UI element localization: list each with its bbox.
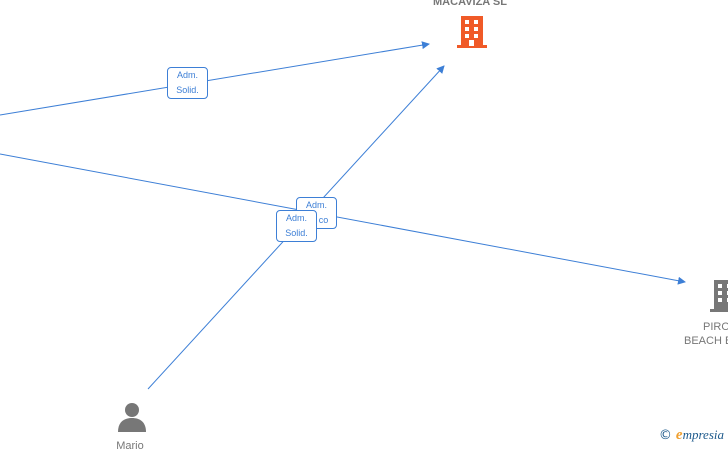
edge-to-macaviza-top [0, 41, 430, 116]
copyright-icon: © [658, 428, 672, 443]
relation-badge[interactable]: Adm. Solid. [167, 67, 208, 99]
node-label-macaviza: MACAVIZA SL [433, 0, 507, 8]
building-icon [710, 280, 728, 312]
relation-role: Adm. [176, 70, 198, 80]
building-icon [457, 16, 487, 48]
relation-type: Solid. [285, 228, 308, 238]
edge-to-piro [0, 153, 686, 285]
relation-badge[interactable]: Adm. Solid. [276, 210, 317, 242]
relation-type: Solid. [176, 85, 199, 95]
node-label-piro-line2: BEACH B [684, 335, 728, 347]
person-icon [118, 403, 146, 432]
relation-type: co [318, 215, 329, 225]
relation-role: Adm. [285, 213, 307, 223]
relation-role: Adm. [305, 200, 327, 210]
empresia-watermark: ©empresia [659, 427, 724, 444]
node-label-piro-line1: PIRO [703, 321, 728, 333]
brand-initial: e [675, 427, 683, 443]
brand-name: mpresia [682, 427, 724, 442]
node-label-mario: Mario [116, 440, 144, 452]
